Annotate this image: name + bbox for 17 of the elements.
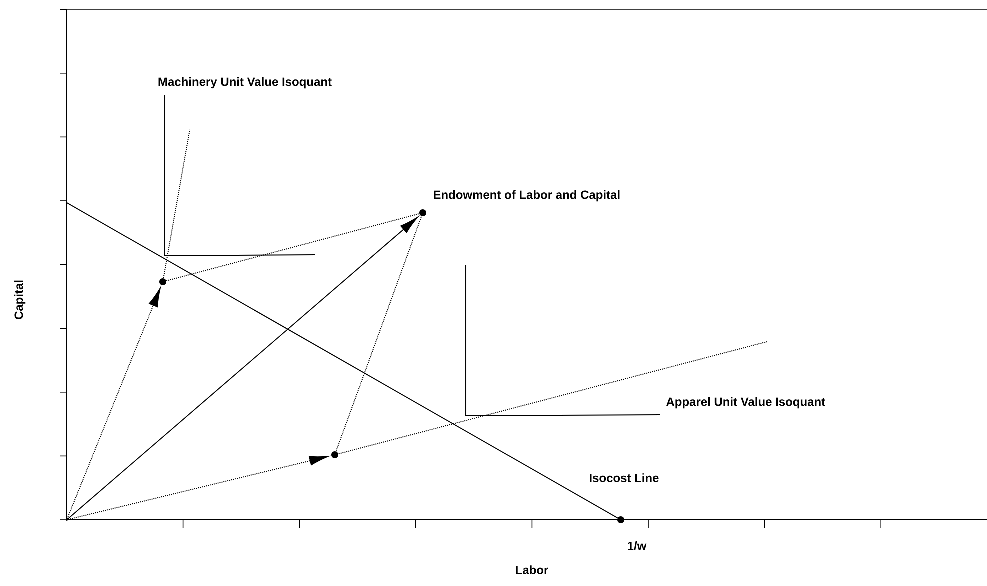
label: Labor bbox=[516, 566, 548, 574]
label: Machinery Unit Value Isoquant bbox=[158, 77, 332, 89]
connector-line bbox=[166, 213, 420, 282]
label: Apparel Unit Value Isoquant bbox=[666, 397, 826, 409]
point-dot bbox=[618, 516, 624, 524]
point-label: Endowment of Labor and Capital bbox=[434, 190, 620, 202]
point-dot bbox=[420, 210, 426, 216]
label: Isocost Line bbox=[590, 474, 659, 482]
connector-line bbox=[336, 216, 422, 452]
point-dot bbox=[160, 278, 166, 286]
arrow bbox=[68, 456, 329, 520]
isocost-line bbox=[66, 202, 618, 519]
arrow bbox=[66, 288, 161, 520]
point-label: 1/w bbox=[628, 542, 647, 550]
point-dot bbox=[332, 452, 338, 458]
label: Capital bbox=[14, 280, 26, 320]
arrow bbox=[67, 217, 418, 520]
